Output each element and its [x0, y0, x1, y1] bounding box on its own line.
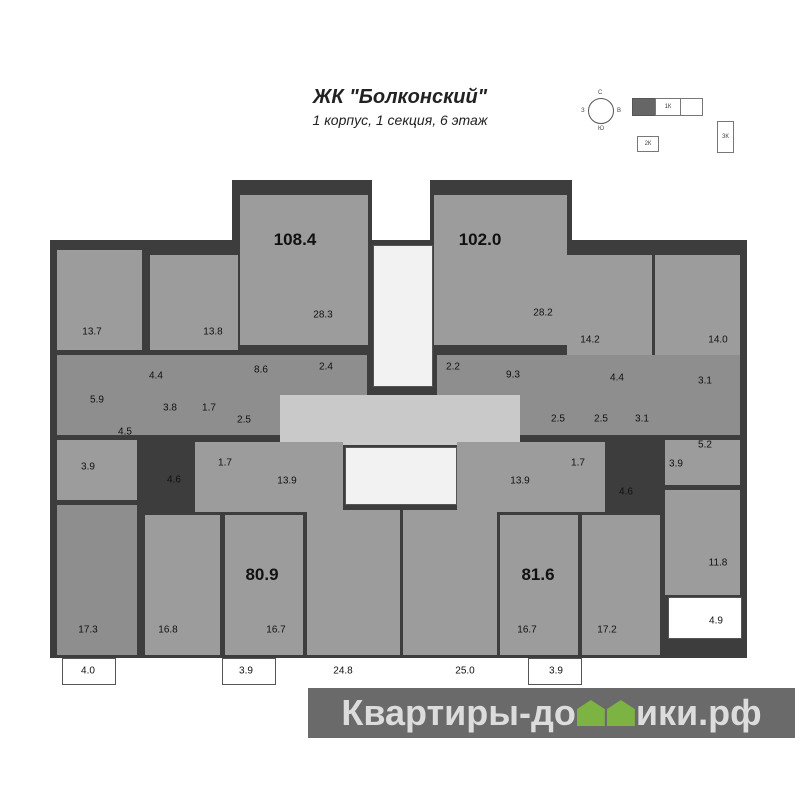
balcony [62, 658, 116, 685]
room [655, 255, 740, 355]
room-area: 9.3 [506, 369, 520, 381]
watermark: Квартиры-до ики.рф [308, 688, 795, 738]
room-area: 17.3 [78, 624, 98, 636]
house-icon [606, 700, 635, 726]
room-area: 2.4 [319, 361, 333, 373]
compass-icon [588, 98, 614, 124]
room-area: 28.3 [313, 309, 333, 321]
corridor [280, 395, 520, 445]
room-area: 3.9 [81, 461, 95, 473]
room-area: 5.2 [698, 439, 712, 451]
room [225, 515, 303, 655]
hall [195, 442, 343, 512]
room-area: 2.5 [551, 413, 565, 425]
room-area: 3.1 [698, 375, 712, 387]
room [665, 440, 740, 485]
room-area: 14.2 [580, 334, 600, 346]
room-area: 2.5 [594, 413, 608, 425]
room-area: 4.4 [610, 372, 624, 384]
page-title: ЖК "Болконский" [312, 86, 488, 108]
compass-west: З [581, 108, 585, 114]
apartment-area[interactable]: 102.0 [458, 230, 502, 249]
keyplan-block-2k: 2К [637, 136, 659, 152]
house-icon [576, 700, 605, 726]
room [150, 255, 238, 350]
compass-south: Ю [598, 126, 605, 132]
room-area: 24.8 [333, 665, 353, 677]
room [57, 440, 137, 500]
room-area: 5.9 [90, 394, 104, 406]
watermark-text: Квартиры-до [341, 692, 576, 733]
keyplan-block [680, 98, 703, 116]
room-area: 2.2 [446, 361, 460, 373]
room-area: 13.9 [510, 475, 530, 487]
room-area: 16.7 [266, 624, 286, 636]
room-area: 16.7 [517, 624, 537, 636]
room-area: 13.8 [203, 326, 223, 338]
room-area: 4.6 [619, 486, 633, 498]
room [57, 505, 137, 655]
elevator [345, 447, 457, 505]
kitchen [403, 510, 497, 655]
room-area: 13.7 [82, 326, 102, 338]
room-area: 11.8 [708, 557, 728, 569]
room [434, 195, 567, 345]
room-area: 14.0 [708, 334, 728, 346]
room [145, 515, 220, 655]
balcony [668, 597, 742, 639]
compass-east: В [617, 108, 622, 114]
room-area: 1.7 [202, 402, 216, 414]
room-area: 4.0 [81, 665, 95, 677]
room [582, 515, 660, 655]
room-area: 3.9 [239, 665, 253, 677]
room-area: 25.0 [455, 665, 475, 677]
watermark-text: ики.рф [635, 692, 762, 733]
room-area: 3.9 [549, 665, 563, 677]
hall [457, 442, 605, 512]
room [240, 195, 368, 345]
apartment-area[interactable]: 80.9 [245, 565, 279, 584]
room-area: 13.9 [277, 475, 297, 487]
kitchen [307, 510, 400, 655]
room-area: 17.2 [597, 624, 617, 636]
room [567, 255, 652, 355]
room-area: 3.9 [669, 458, 683, 470]
room-area: 4.4 [149, 370, 163, 382]
room-area: 16.8 [158, 624, 178, 636]
balcony [528, 658, 582, 685]
page-subtitle: 1 корпус, 1 секция, 6 этаж [312, 112, 488, 128]
room-area: 8.6 [254, 364, 268, 376]
room [500, 515, 578, 655]
keyplan-block-1k: 1К [655, 98, 681, 116]
room-area: 3.8 [163, 402, 177, 414]
room-area: 4.5 [118, 426, 132, 438]
room-area: 4.9 [709, 615, 723, 627]
apartment-area[interactable]: 108.4 [273, 230, 317, 249]
keyplan-current-section [632, 98, 656, 116]
room [57, 250, 142, 350]
room-area: 2.5 [237, 414, 251, 426]
room-area: 1.7 [571, 457, 585, 469]
room-area: 3.1 [635, 413, 649, 425]
apartment-area[interactable]: 81.6 [521, 565, 555, 584]
compass-north: С [598, 90, 603, 96]
room-area: 28.2 [533, 307, 553, 319]
staircase [373, 245, 433, 387]
balcony [222, 658, 276, 685]
room-area: 1.7 [218, 457, 232, 469]
keyplan-block-3k: 3К [717, 121, 734, 153]
room-area: 4.6 [167, 474, 181, 486]
room [665, 490, 740, 595]
